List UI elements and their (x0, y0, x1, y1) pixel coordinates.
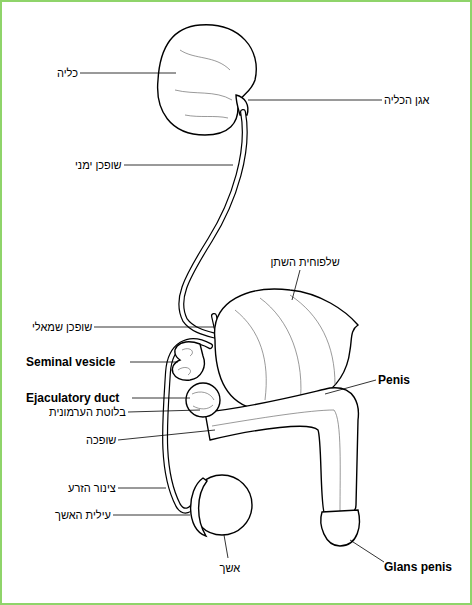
leader-line (325, 380, 376, 394)
epididymis (191, 478, 207, 536)
part-label: צינור הזרע (68, 482, 116, 495)
part-label: Seminal vesicle (26, 356, 115, 369)
part-label: Glans penis (384, 561, 452, 574)
part-label: Penis (378, 374, 410, 387)
seminal-vesicle-coils (178, 349, 192, 375)
seminal-vesicle (172, 342, 204, 380)
part-label: אגן הכליה (384, 94, 429, 107)
part-label: שופכן שמאלי (32, 321, 92, 334)
prostate-shading (192, 392, 214, 409)
kidney-shading (175, 50, 232, 118)
leader-line (224, 535, 228, 558)
part-label: בלוטת הערמונית (49, 406, 126, 419)
part-label: עילית האשך (55, 509, 111, 522)
leader-line (80, 73, 176, 74)
leader-line (113, 515, 190, 516)
part-label: כליה (57, 67, 78, 80)
glans (321, 510, 360, 546)
leader-line (118, 488, 166, 489)
part-label: שופכן ימני (75, 159, 122, 172)
bladder-shading (235, 295, 335, 405)
prostate (186, 383, 220, 417)
part-label: שופכה (86, 434, 116, 447)
leader-line (94, 327, 214, 328)
part-label: Ejaculatory duct (26, 392, 119, 405)
leader-line (128, 410, 200, 412)
leader-line (350, 540, 384, 562)
leader-line (292, 270, 300, 300)
leader-line (118, 430, 215, 440)
part-label: אשך (220, 562, 241, 575)
leader-line (124, 165, 233, 166)
leader-line (132, 398, 190, 399)
part-label: שלפוחית השתן (271, 256, 340, 269)
leader-line (248, 100, 382, 101)
leader-line (130, 362, 178, 363)
